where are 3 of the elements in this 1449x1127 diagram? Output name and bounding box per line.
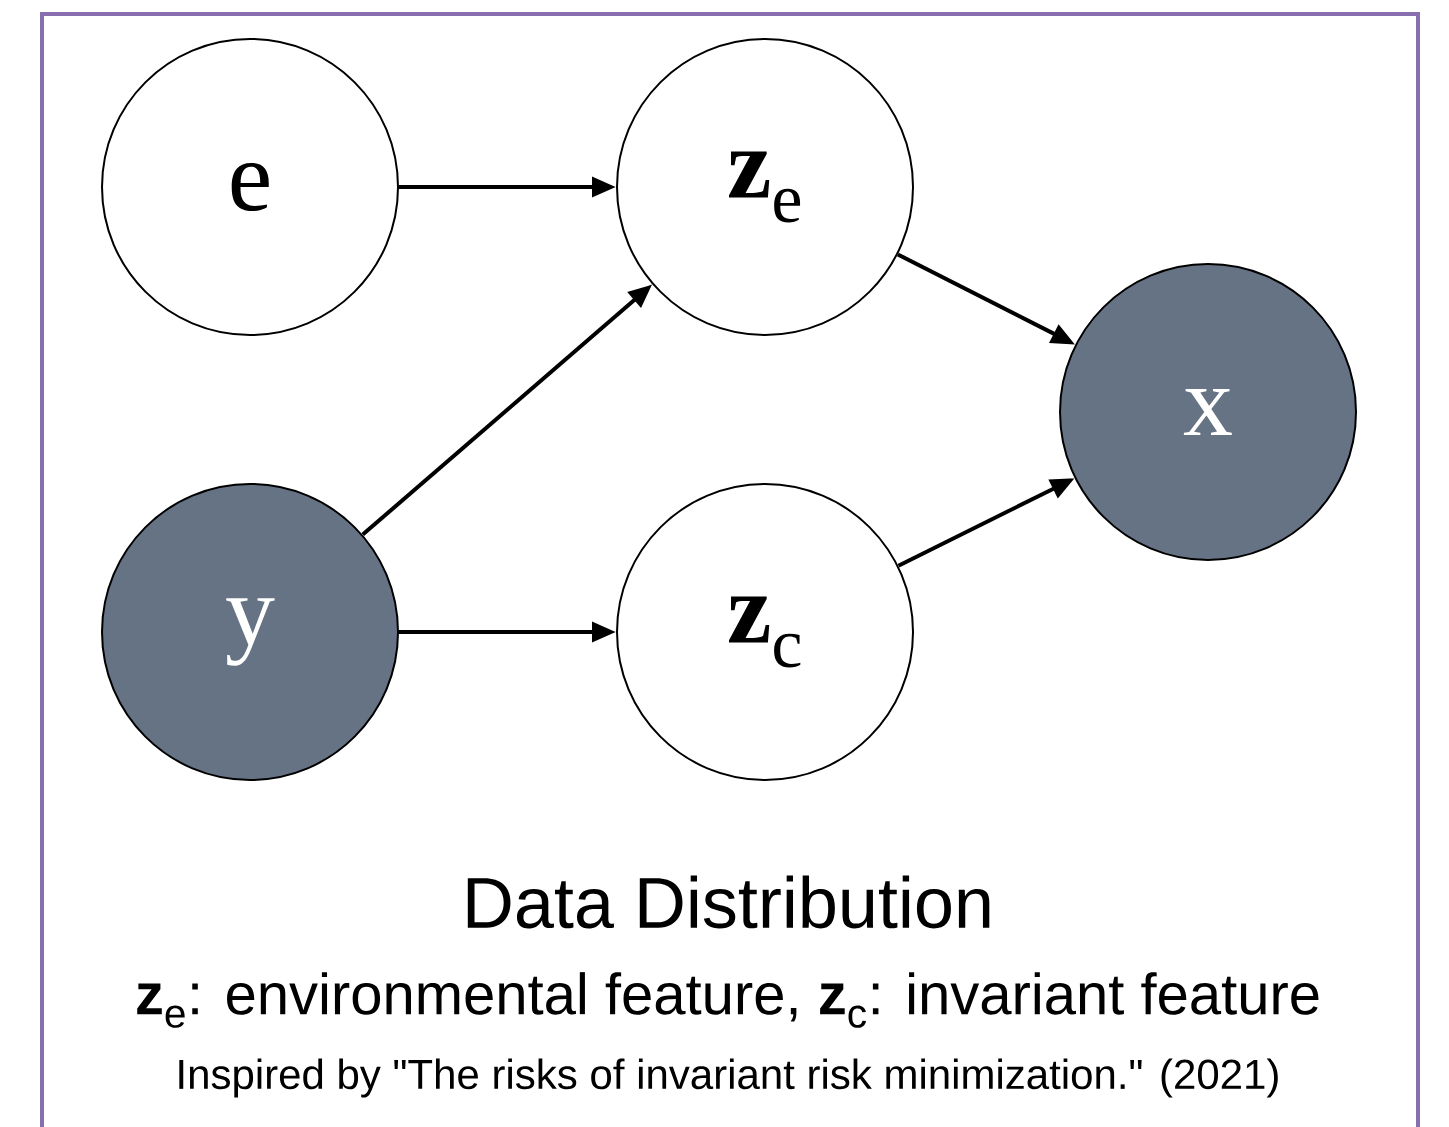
citation-note: Inspired by "The risks of invariant risk minimization." (2021) [179, 1058, 1278, 1098]
legend-text: z$_{e}$: environmental feature, z$_{c}$: invariant feature [137, 972, 1319, 1028]
title: Data Distribution [467, 875, 990, 929]
